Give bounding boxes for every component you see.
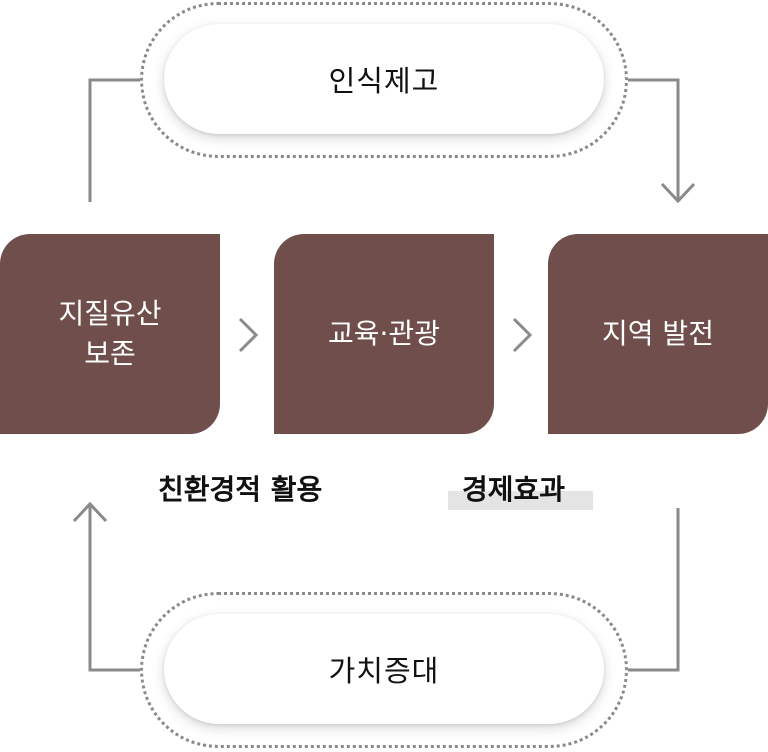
box-1-line-2: 보존 xyxy=(84,337,136,370)
top-right-connector xyxy=(626,78,680,200)
box-education-tourism: 교육·관광 xyxy=(274,234,494,434)
chevron-right-icon xyxy=(238,317,259,353)
top-right-arrowhead xyxy=(660,182,696,204)
box-geoheritage-preservation: 지질유산 보존 xyxy=(0,234,220,434)
chevron-right-icon xyxy=(512,317,533,353)
box-3-line-1: 지역 발전 xyxy=(602,317,714,350)
economic-effect-highlight xyxy=(448,491,593,510)
bottom-left-connector xyxy=(88,505,142,672)
bottom-right-connector xyxy=(626,508,680,672)
box-1-line-1: 지질유산 xyxy=(58,297,162,330)
bottom-left-arrowhead xyxy=(72,501,108,523)
economic-effect-label: 경제효과 xyxy=(462,473,566,506)
top-left-connector xyxy=(88,78,142,202)
box-2-line-1: 교육·관광 xyxy=(328,317,440,350)
bottom-pill: 가치증대 xyxy=(164,614,604,724)
top-pill: 인식제고 xyxy=(164,24,604,134)
top-pill-label: 인식제고 xyxy=(328,64,440,98)
box-regional-development: 지역 발전 xyxy=(548,234,768,434)
bottom-pill-label: 가치증대 xyxy=(328,654,440,688)
eco-use-label: 친환경적 활용 xyxy=(158,473,323,506)
